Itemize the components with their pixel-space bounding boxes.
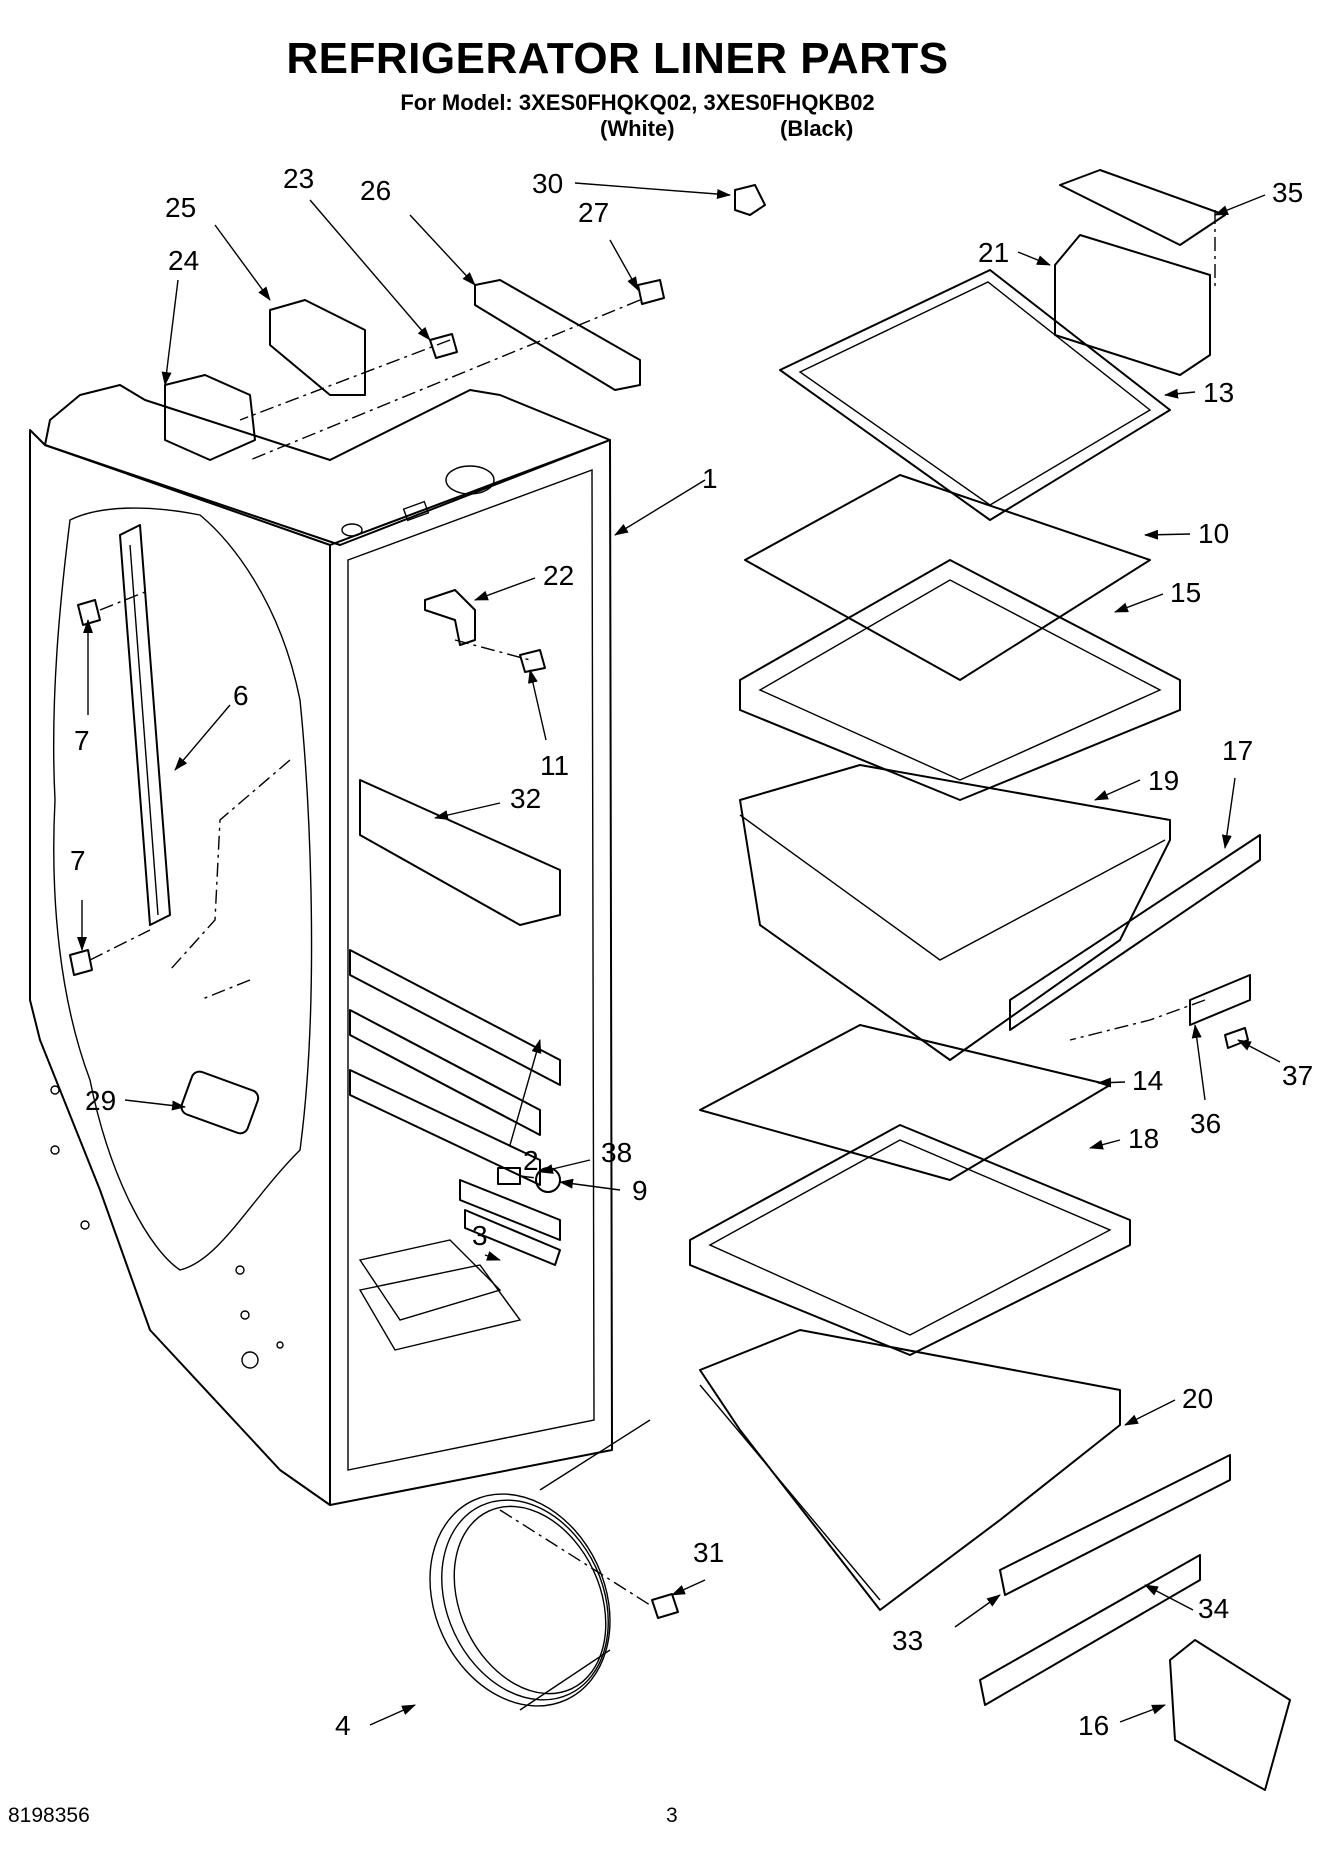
- callout-arrows: [77, 182, 1281, 1726]
- callout-14: 14: [1132, 1065, 1163, 1096]
- callout-16: 16: [1078, 1710, 1109, 1741]
- divider-part-36: [1189, 974, 1251, 1026]
- callout-26: 26: [360, 175, 391, 206]
- callout-36: 36: [1190, 1108, 1221, 1139]
- crisper-drawer-part-19: [739, 764, 1171, 1061]
- clip-part-37: [1224, 1027, 1249, 1049]
- callout-4: 4: [335, 1710, 351, 1741]
- callout-24: 24: [168, 245, 199, 276]
- variant-black-label: (Black): [780, 116, 854, 141]
- callout-19: 19: [1148, 765, 1179, 796]
- crisper-cover-frame-part-18: [689, 1124, 1131, 1356]
- bracket-part-3: [464, 1209, 561, 1266]
- callout-15: 15: [1170, 577, 1201, 608]
- callout-37: 37: [1282, 1060, 1313, 1091]
- screw-part-23: [429, 333, 458, 359]
- callout-25: 25: [165, 192, 196, 223]
- callout-38: 38: [601, 1137, 632, 1168]
- callout-13: 13: [1203, 377, 1234, 408]
- callout-27: 27: [578, 197, 609, 228]
- trim-part-33: [999, 1454, 1231, 1596]
- screw-part-31: [651, 1593, 679, 1619]
- shelf-frame-part-13: [779, 269, 1171, 521]
- callout-9: 9: [632, 1175, 648, 1206]
- water-tubing-part-4: [429, 1419, 651, 1711]
- callout-7-upper: 7: [74, 725, 90, 756]
- callout-32: 32: [510, 783, 541, 814]
- page-title: REFRIGERATOR LINER PARTS: [286, 34, 949, 83]
- panel-part-32: [359, 779, 561, 926]
- glass-shelf-part-10: [744, 474, 1151, 681]
- trim-part-34: [979, 1554, 1201, 1706]
- shelf-ladder-rail: [119, 524, 171, 926]
- bin-part-21: [1054, 234, 1211, 376]
- callout-11: 11: [540, 750, 569, 781]
- callout-10: 10: [1198, 518, 1229, 549]
- callout-17: 17: [1222, 735, 1253, 766]
- callout-35: 35: [1272, 177, 1303, 208]
- document-number: 8198356: [8, 1804, 90, 1827]
- drawer-handle-part-17: [1009, 834, 1261, 1031]
- callout-6: 6: [233, 680, 249, 711]
- channel-part-26: [474, 279, 641, 391]
- callout-31: 31: [693, 1537, 724, 1568]
- callout-34: 34: [1198, 1593, 1229, 1624]
- callout-33: 33: [892, 1625, 923, 1656]
- crisper-cover-frame-part-15: [739, 559, 1181, 801]
- screw-part-7-lower: [69, 949, 93, 976]
- cover-part-25: [269, 299, 366, 396]
- lens-part-29: [180, 1070, 260, 1135]
- screw-part-27: [637, 279, 665, 305]
- bracket-part-2: [459, 1179, 561, 1241]
- glass-shelf-part-14: [699, 1024, 1111, 1181]
- callout-1: 1: [702, 463, 718, 494]
- callout-20: 20: [1182, 1383, 1213, 1414]
- bracket-part-22: [424, 589, 476, 646]
- page-number: 3: [666, 1804, 678, 1827]
- liner-assembly: [29, 384, 613, 1506]
- screw-part-7-upper: [77, 599, 101, 626]
- callout-7-lower: 7: [70, 845, 86, 876]
- screw-part-11: [519, 649, 546, 673]
- callout-3: 3: [472, 1220, 488, 1251]
- callout-18: 18: [1128, 1123, 1159, 1154]
- callout-23: 23: [283, 163, 314, 194]
- callout-21: 21: [978, 237, 1009, 268]
- egg-tray-part-35: [1059, 169, 1226, 246]
- callout-2: 2: [523, 1145, 539, 1176]
- callout-29: 29: [85, 1085, 116, 1116]
- model-line: For Model: 3XES0FHQKQ02, 3XES0FHQKB02: [400, 90, 875, 115]
- callout-30: 30: [532, 168, 563, 199]
- control-housing-part-24: [164, 374, 256, 461]
- cover-part-16: [1169, 1639, 1291, 1791]
- variant-white-label: (White): [600, 116, 675, 141]
- callout-22: 22: [543, 560, 574, 591]
- clip-part-30: [734, 184, 766, 216]
